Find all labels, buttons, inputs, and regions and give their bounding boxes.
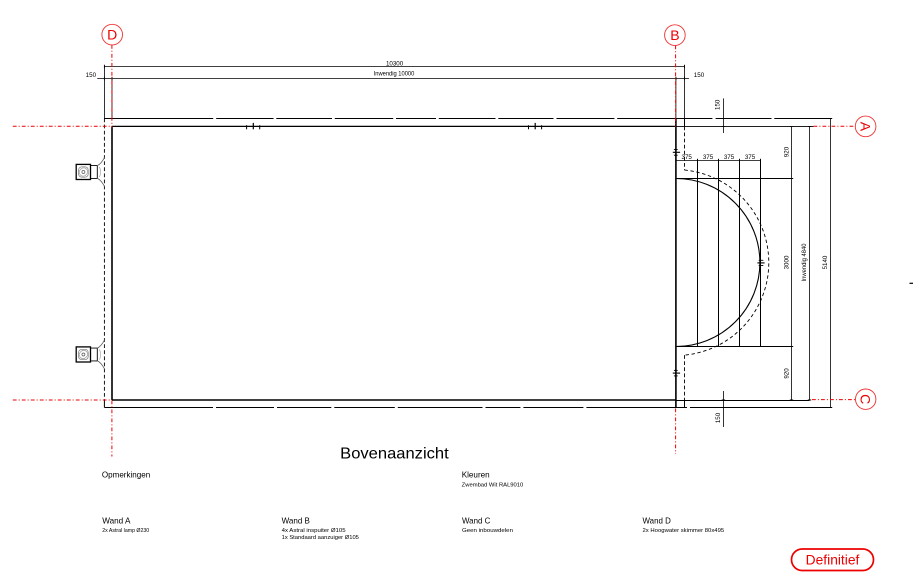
svg-text:10300: 10300	[386, 61, 404, 68]
svg-text:5140: 5140	[822, 255, 829, 269]
svg-text:2x Hoogwater skimmer 80x495: 2x Hoogwater skimmer 80x495	[643, 528, 725, 534]
svg-text:375: 375	[703, 154, 714, 161]
svg-text:150: 150	[715, 99, 722, 110]
svg-text:375: 375	[682, 154, 693, 161]
svg-text:D: D	[107, 27, 117, 43]
svg-text:920: 920	[783, 368, 790, 379]
svg-text:Inwendig 10000: Inwendig 10000	[374, 70, 415, 77]
svg-text:Kleuren: Kleuren	[462, 469, 490, 479]
svg-text:Inwendig 4840: Inwendig 4840	[801, 243, 808, 282]
svg-text:A: A	[858, 122, 874, 132]
svg-text:Zwembad Wit RAL9010: Zwembad Wit RAL9010	[462, 482, 524, 488]
svg-text:4x Astral inspuiter Ø105: 4x Astral inspuiter Ø105	[282, 528, 346, 534]
svg-text:Definitief: Definitief	[806, 552, 860, 567]
svg-text:1x Standaard aanzuiger Ø105: 1x Standaard aanzuiger Ø105	[282, 535, 359, 541]
svg-text:Opmerkingen: Opmerkingen	[102, 470, 151, 480]
svg-text:C: C	[858, 394, 874, 404]
svg-text:Wand C: Wand C	[462, 515, 490, 525]
svg-text:Geen inbouwdelen: Geen inbouwdelen	[462, 528, 513, 534]
svg-text:3000: 3000	[783, 255, 790, 269]
svg-text:Wand B: Wand B	[282, 515, 311, 525]
svg-text:2x Astral lamp Ø230: 2x Astral lamp Ø230	[102, 528, 149, 534]
svg-text:Wand A: Wand A	[102, 515, 131, 525]
svg-text:375: 375	[724, 154, 735, 161]
svg-text:150: 150	[86, 72, 97, 79]
svg-text:375: 375	[745, 154, 756, 161]
svg-text:150: 150	[694, 72, 705, 79]
svg-text:920: 920	[783, 146, 790, 157]
svg-text:Wand D: Wand D	[643, 515, 671, 525]
svg-text:Bovenaanzicht: Bovenaanzicht	[340, 446, 449, 463]
svg-text:150: 150	[715, 412, 722, 423]
svg-text:B: B	[670, 27, 679, 43]
